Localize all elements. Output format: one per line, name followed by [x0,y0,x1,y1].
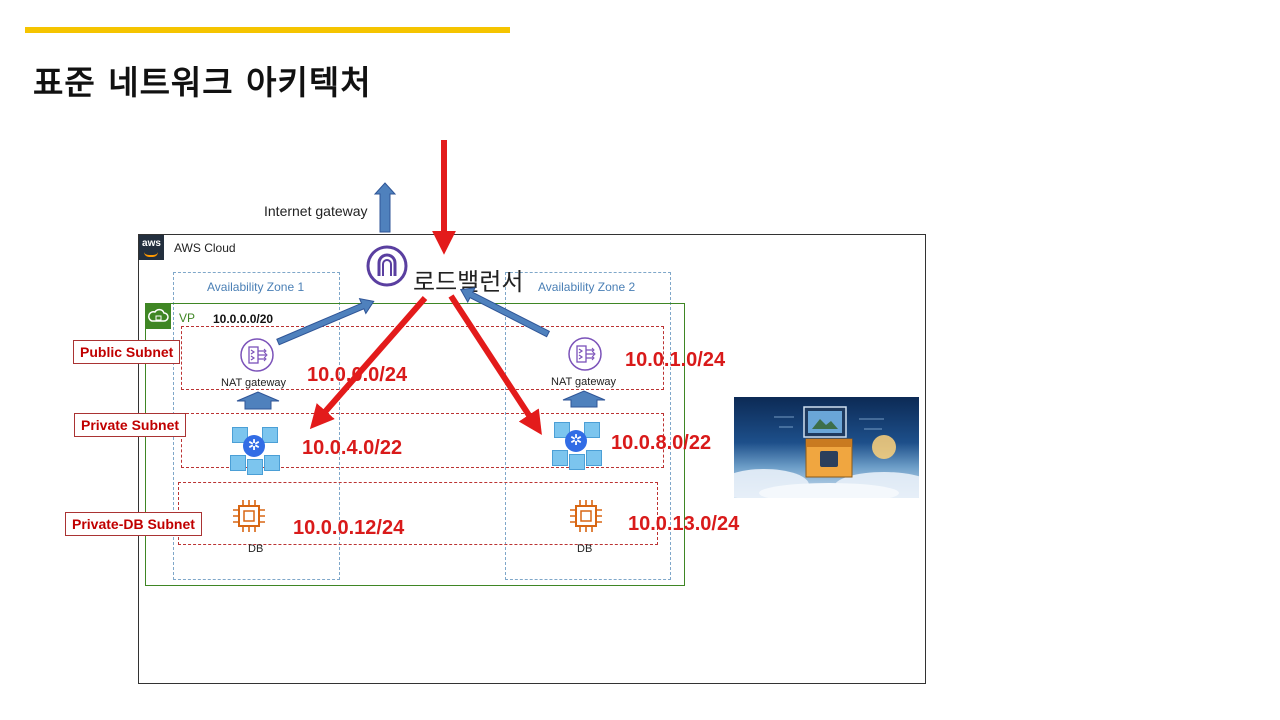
availability-zone-2 [505,272,671,580]
availability-zone-1-label: Availability Zone 1 [207,280,305,294]
availability-zone-2-label: Availability Zone 2 [538,280,636,294]
cidr-private-az2: 10.0.8.0/22 [611,432,712,454]
cidr-db-az1: 10.0.0.12/24 [293,517,405,539]
cidr-public-az2: 10.0.1.0/24 [625,349,726,371]
ec2-chip-icon [568,498,604,534]
nat-az2-to-lb-arrow [459,287,551,338]
private-subnet-tag: Private Subnet [74,413,187,437]
private-az1-to-nat-arrow [236,391,280,410]
private-db-subnet-tag: Private-DB Subnet [65,512,202,536]
db-label-az1: DB [248,543,264,555]
ec2-chip-icon [231,498,267,534]
internet-gateway-label: Internet gateway [264,203,368,219]
kubernetes-node-icon: ✲ [230,425,280,475]
accent-bar [25,27,510,33]
nat-az1-to-lb-arrow [276,298,375,346]
db-label-az2: DB [577,543,593,555]
aws-logo-text: aws [142,238,161,249]
private-az2-to-nat-arrow [562,390,606,408]
elb-icon [366,245,408,287]
aws-cloud-label: AWS Cloud [174,241,236,255]
lb-to-private-az1-arrow [309,296,428,430]
public-subnet-area [181,326,664,390]
nat-gateway-icon [567,336,603,372]
public-subnet-tag: Public Subnet [73,340,181,364]
aws-illustration-image [734,397,919,498]
lb-to-private-az2-arrow [448,294,542,436]
nat-gateway-icon [239,337,275,373]
nat-gateway-label-az1: NAT gateway [221,377,287,389]
aws-logo-icon: aws [139,235,164,260]
cidr-private-az1: 10.0.4.0/22 [302,437,403,459]
aws-cloud-container [138,234,926,684]
vpc-container [145,303,685,586]
cidr-db-az2: 10.0.13.0/24 [628,513,740,535]
kubernetes-node-icon: ✲ [552,420,602,470]
internet-gateway-arrow [373,182,397,233]
vpc-label: VP [179,311,196,325]
private-subnet-area [181,413,664,468]
nat-gateway-label-az2: NAT gateway [551,376,617,388]
vpc-lock-cloud-icon [145,303,171,329]
vpc-cidr: 10.0.0.0/20 [211,312,276,326]
page-title: 표준 네트워크 아키텍처 [33,63,372,102]
